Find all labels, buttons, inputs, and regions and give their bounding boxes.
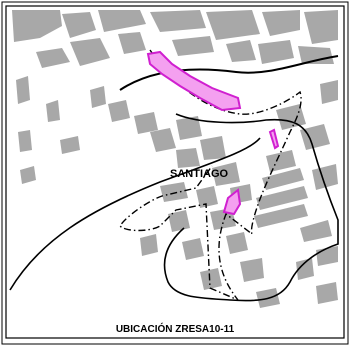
- zone-boundary-line: [119, 49, 302, 301]
- place-label: SANTIAGO: [170, 168, 229, 180]
- building: [258, 40, 294, 64]
- building: [200, 268, 222, 290]
- building: [226, 40, 256, 62]
- building: [276, 104, 306, 130]
- road-line: [9, 137, 261, 291]
- building: [16, 76, 30, 104]
- building: [256, 186, 308, 210]
- building: [176, 116, 202, 140]
- building: [296, 258, 314, 280]
- building: [60, 136, 80, 154]
- building: [150, 10, 206, 32]
- building: [98, 10, 146, 32]
- building: [316, 282, 338, 304]
- building: [90, 86, 106, 108]
- building: [70, 38, 110, 66]
- building: [134, 112, 158, 134]
- building: [118, 32, 146, 54]
- building: [36, 48, 70, 68]
- building: [176, 148, 200, 168]
- building: [160, 182, 188, 202]
- building: [262, 10, 300, 36]
- building-layer: [12, 10, 338, 308]
- building: [212, 162, 240, 186]
- zone-area: [146, 50, 242, 112]
- building: [168, 210, 190, 232]
- building: [262, 168, 304, 190]
- building: [254, 204, 308, 228]
- building: [18, 130, 32, 152]
- building: [150, 128, 176, 152]
- building: [12, 10, 62, 42]
- highlight-zones: [146, 50, 280, 216]
- building: [20, 166, 36, 184]
- riverbank-line: [119, 55, 339, 91]
- building: [62, 12, 96, 38]
- zone-area: [222, 188, 242, 216]
- building: [266, 150, 296, 172]
- building: [300, 220, 332, 242]
- building: [182, 238, 204, 260]
- building: [298, 46, 334, 64]
- building: [46, 100, 60, 122]
- building: [320, 80, 338, 104]
- building: [304, 10, 338, 44]
- zone-area: [268, 128, 280, 150]
- building: [206, 10, 260, 40]
- map-caption: UBICACIÓN ZRESA10-11: [115, 324, 235, 335]
- building: [140, 234, 158, 256]
- building: [300, 124, 330, 150]
- building: [108, 100, 130, 122]
- building: [240, 258, 264, 282]
- building: [226, 232, 248, 254]
- map-inner-frame: [5, 5, 345, 339]
- urban-boundary-line: [163, 113, 339, 302]
- building: [200, 136, 226, 160]
- building: [196, 186, 218, 208]
- building: [312, 164, 338, 190]
- building: [172, 36, 214, 56]
